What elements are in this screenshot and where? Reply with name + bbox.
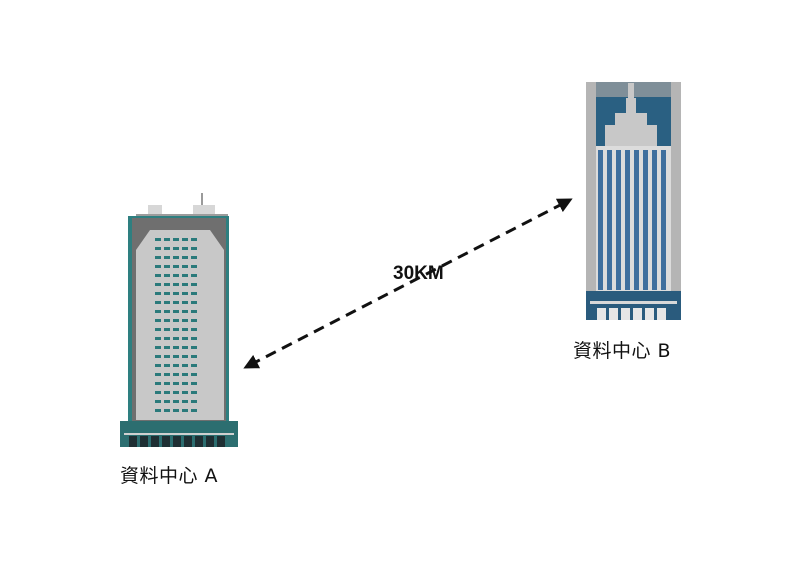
datacenter-a-label: 資料中心 A: [120, 465, 219, 487]
datacenter-b-label: 資料中心 B: [573, 340, 672, 362]
datacenter-a-building-icon: [120, 193, 238, 447]
distance-label: 30KM: [393, 263, 444, 284]
distance-connector-arrow: [243, 198, 573, 369]
datacenter-b-building-icon: [586, 82, 681, 320]
